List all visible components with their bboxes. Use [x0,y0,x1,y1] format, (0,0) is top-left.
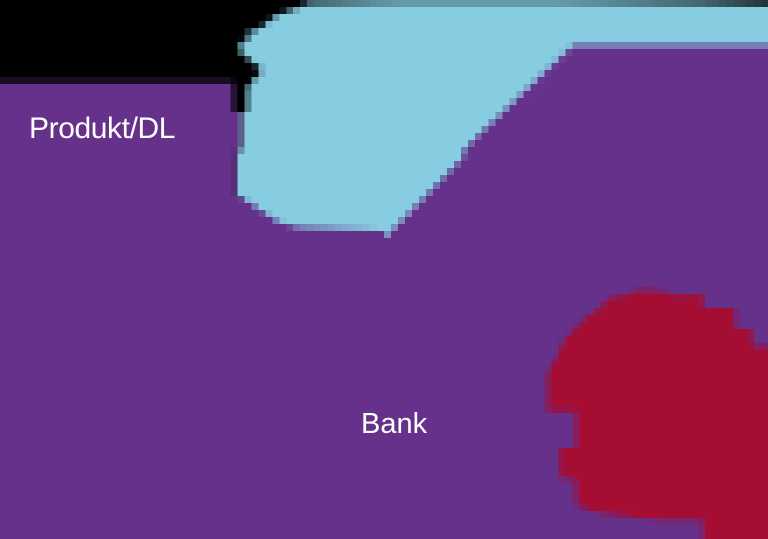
product-service-label: Produkt/DL [29,112,176,145]
bank-label: Bank [361,408,428,440]
